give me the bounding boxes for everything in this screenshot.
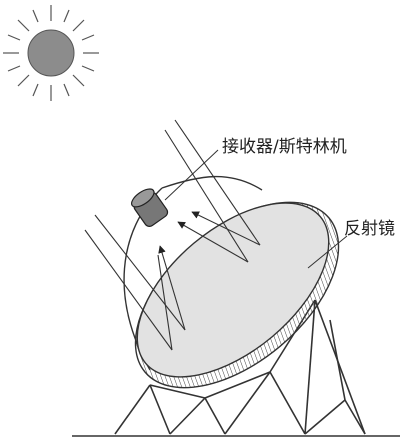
sun: [3, 5, 99, 101]
mirror-leader: [307, 235, 348, 269]
mirror-label: 反射镜: [344, 219, 395, 239]
incoming-rays: [84, 119, 261, 351]
reflected-rays: [157, 211, 261, 351]
leader-lines: [164, 149, 348, 269]
sun-disc: [27, 29, 75, 77]
receiver-leader: [164, 149, 219, 201]
mirror-surface: [136, 202, 330, 378]
receiver-label: 接收器/斯特林机: [222, 137, 347, 157]
receiver-stirling-engine: [130, 188, 169, 227]
sun-rays: [3, 5, 99, 101]
